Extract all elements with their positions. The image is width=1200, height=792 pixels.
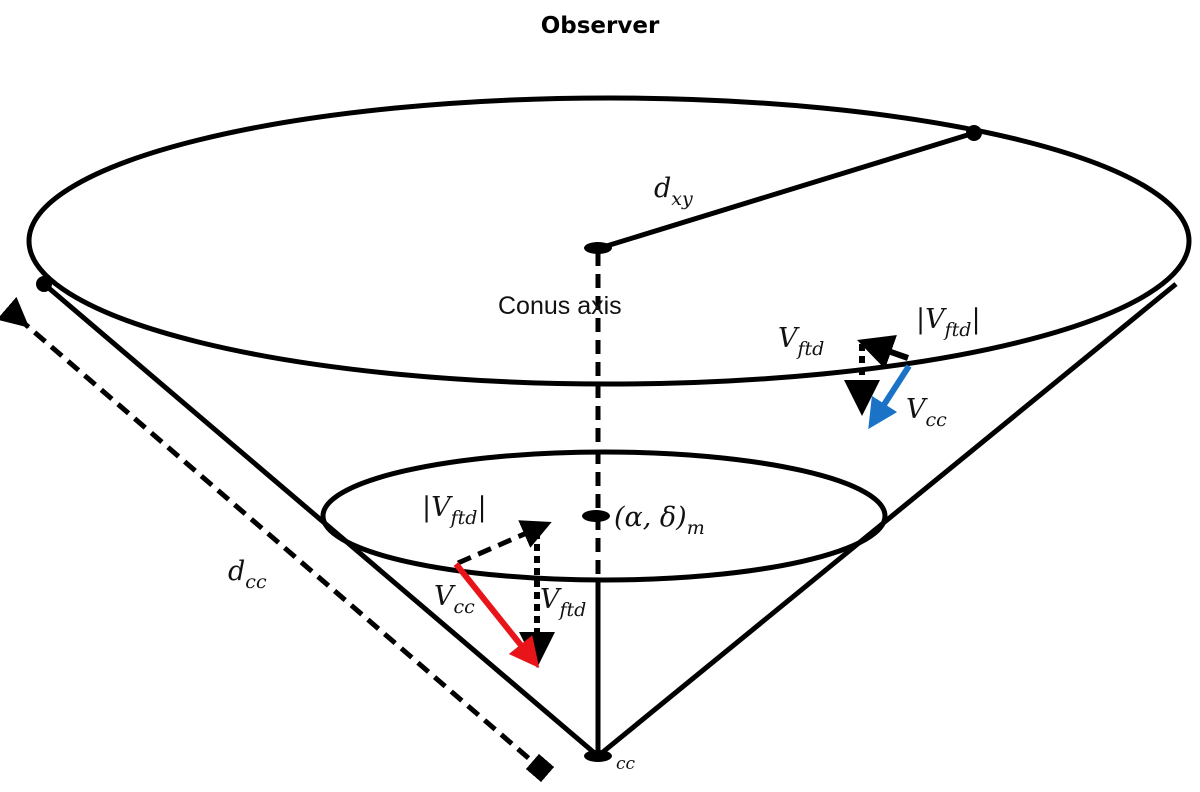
dxy-radius-line: [599, 130, 975, 251]
rim-point-right: [966, 125, 982, 141]
rim-point-left: [36, 276, 52, 292]
dxy-label: dxy: [654, 173, 693, 210]
upper-vftd-abs-arrow: [857, 335, 909, 369]
conus-axis-label: Conus axis: [498, 292, 622, 320]
lower-vcc-arrow: [453, 562, 540, 669]
upper-vcc-label: Vcc: [906, 394, 947, 431]
upper-vftd-abs-label: |Vftd|: [916, 304, 981, 341]
dcc-label: dcc: [228, 556, 267, 593]
cc-apex-point: [584, 750, 612, 762]
alpha-delta-point: [582, 510, 610, 522]
dcc-double-arrow: [0, 296, 555, 783]
lower-vftd-abs-arrow: [456, 520, 552, 566]
upper-center-point: [584, 242, 612, 254]
upper-vcc-arrow: [868, 364, 912, 430]
upper-vftd-label: Vftd: [778, 323, 824, 360]
lower-vftd-label: Vftd: [540, 584, 586, 621]
cone-left-side: [42, 282, 600, 758]
cone-right-side: [596, 282, 1178, 758]
alpha-delta-label: (α, δ)m: [614, 502, 705, 539]
lower-vcc-label: Vcc: [434, 581, 475, 618]
lower-vftd-abs-label: |Vftd|: [422, 492, 487, 529]
upper-ellipse: [26, 95, 1192, 387]
cc-label: cc: [616, 754, 636, 774]
observer-title: Observer: [541, 13, 660, 39]
